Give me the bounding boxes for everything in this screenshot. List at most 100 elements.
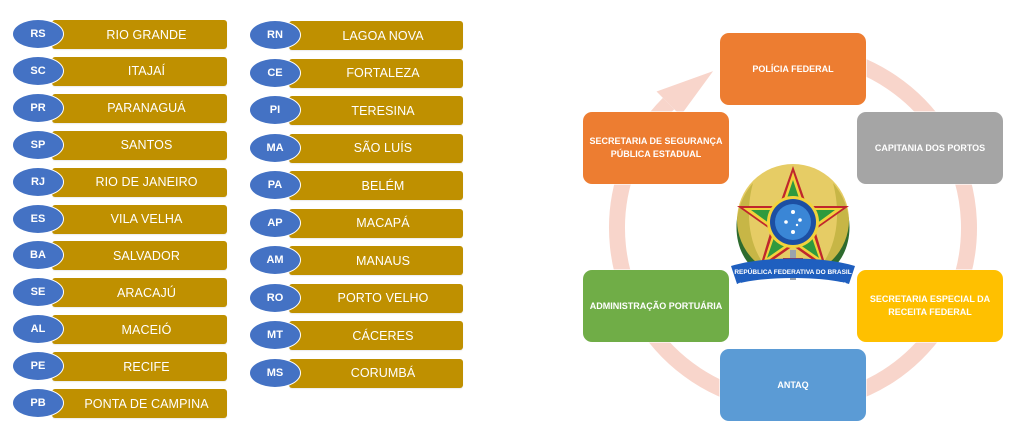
port-city-bar: MACEIÓ — [52, 315, 227, 345]
ribbon — [731, 258, 855, 284]
state-code-badge: SC — [12, 55, 64, 86]
node-label: CAPITANIA DOS PORTOS — [874, 142, 986, 153]
port-city-label: BELÉM — [361, 178, 405, 193]
port-city-bar: CORUMBÁ — [289, 358, 463, 388]
port-row: SANTOS SP — [12, 129, 227, 161]
cycle-arrowhead-icon — [656, 71, 714, 116]
state-code-label: AM — [266, 254, 284, 266]
state-code-badge: PA — [249, 170, 301, 200]
port-city-label: CÁCERES — [352, 328, 414, 343]
port-row: FORTALEZA CE — [249, 57, 463, 89]
state-code-label: MS — [266, 366, 284, 379]
port-row: MACAPÁ AP — [249, 207, 463, 239]
state-code-badge: MA — [249, 132, 301, 163]
port-row: RIO DE JANEIRO RJ — [12, 166, 227, 198]
state-code-badge: PI — [249, 95, 301, 125]
state-code-badge: PB — [12, 388, 64, 418]
port-city-bar: PARANAGUÁ — [52, 93, 227, 123]
state-code-label: SP — [30, 138, 46, 151]
node-seguranca-publica: SECRETARIA DE SEGURANÇA PÚBLICA ESTADUAL — [583, 112, 729, 184]
node-label: SECRETARIA DE SEGURANÇA PÚBLICA ESTADUAL — [589, 136, 723, 159]
port-row: ITAJAÍ SC — [12, 55, 227, 87]
port-city-label: MACEIÓ — [121, 322, 172, 337]
node-label: ADMINISTRAÇÃO PORTUÁRIA — [589, 300, 723, 311]
port-row: SALVADOR BA — [12, 240, 227, 271]
port-city-label: SÃO LUÍS — [353, 141, 413, 155]
state-code-label: AL — [30, 323, 46, 336]
state-code-badge: SE — [12, 277, 64, 308]
state-code-badge: RO — [249, 282, 301, 313]
port-city-bar: VILA VELHA — [52, 204, 227, 234]
port-city-bar: TERESINA — [289, 96, 463, 125]
ribbon-text: REPÚBLICA FEDERATIVA DO BRASIL — [734, 267, 851, 276]
state-code-badge: MT — [249, 320, 301, 350]
port-city-bar: PORTO VELHO — [289, 283, 463, 313]
port-city-label: ARACAJÚ — [116, 285, 177, 300]
port-row: VILA VELHA ES — [12, 203, 227, 235]
node-label: ANTAQ — [777, 379, 809, 390]
port-city-bar: SALVADOR — [52, 241, 227, 271]
port-city-label: PORTO VELHO — [337, 291, 429, 305]
port-city-bar: CÁCERES — [289, 321, 463, 350]
state-code-badge: SP — [12, 129, 64, 160]
brazil-coat-of-arms-icon: REPÚBLICA FEDERATIVA DO BRASIL 15 de nov… — [731, 164, 855, 288]
port-city-bar: BELÉM — [289, 171, 463, 200]
port-row: ARACAJÚ SE — [12, 277, 227, 308]
port-row: BELÉM PA — [249, 170, 463, 201]
state-code-badge: AP — [249, 207, 301, 238]
state-code-label: PA — [267, 179, 283, 191]
port-city-label: VILA VELHA — [110, 212, 183, 226]
port-row: PORTO VELHO RO — [249, 282, 463, 314]
port-city-bar: LAGOA NOVA — [289, 21, 463, 50]
port-row: LAGOA NOVA RN — [249, 20, 463, 51]
state-code-label: SC — [30, 64, 46, 77]
port-row: CÁCERES MT — [249, 320, 463, 351]
state-code-label: PI — [269, 104, 281, 116]
state-code-badge: AL — [12, 314, 64, 345]
port-city-label: SALVADOR — [112, 248, 181, 263]
state-code-label: MA — [266, 141, 284, 154]
node-capitania-dos-portos: CAPITANIA DOS PORTOS — [857, 112, 1003, 184]
state-code-label: RS — [30, 28, 46, 40]
port-city-label: MACAPÁ — [356, 216, 410, 230]
port-city-bar: RECIFE — [52, 352, 227, 382]
state-code-label: PB — [30, 397, 46, 409]
state-code-label: RJ — [30, 175, 46, 188]
port-city-bar: SANTOS — [52, 130, 227, 160]
state-code-badge: RS — [12, 19, 64, 49]
node-antaq: ANTAQ — [720, 349, 866, 421]
state-code-badge: ES — [12, 203, 64, 234]
port-city-bar: RIO DE JANEIRO — [52, 167, 227, 197]
port-row: MACEIÓ AL — [12, 314, 227, 345]
state-code-label: SE — [30, 286, 46, 299]
state-code-badge: AM — [249, 245, 301, 275]
port-city-bar: SÃO LUÍS — [289, 133, 463, 163]
node-label: SECRETARIA ESPECIAL DA RECEITA FEDERAL — [869, 294, 991, 317]
port-city-bar: PONTA DE CAMPINA — [52, 389, 227, 418]
port-city-label: SANTOS — [120, 138, 173, 153]
state-code-label: RN — [267, 29, 283, 41]
state-code-badge: CE — [249, 57, 301, 88]
port-city-bar: ARACAJÚ — [52, 278, 227, 308]
port-city-label: ITAJAÍ — [127, 64, 166, 79]
port-city-label: CORUMBÁ — [350, 366, 416, 380]
cruzeiro-stars — [784, 210, 802, 234]
port-city-label: TERESINA — [351, 103, 415, 118]
state-code-badge: MS — [249, 357, 301, 388]
port-city-label: PONTA DE CAMPINA — [84, 396, 209, 411]
port-row: CORUMBÁ MS — [249, 357, 463, 389]
state-code-badge: BA — [12, 240, 64, 271]
port-city-label: LAGOA NOVA — [342, 28, 424, 43]
node-administracao-portuaria: ADMINISTRAÇÃO PORTUÁRIA — [583, 270, 729, 342]
port-row: MANAUS AM — [249, 245, 463, 276]
port-city-label: MANAUS — [355, 253, 411, 268]
port-city-label: PARANAGUÁ — [107, 101, 186, 116]
state-code-badge: RJ — [12, 166, 64, 197]
port-city-label: FORTALEZA — [346, 66, 420, 80]
state-code-label: CE — [267, 66, 283, 79]
port-city-bar: ITAJAÍ — [52, 56, 227, 86]
